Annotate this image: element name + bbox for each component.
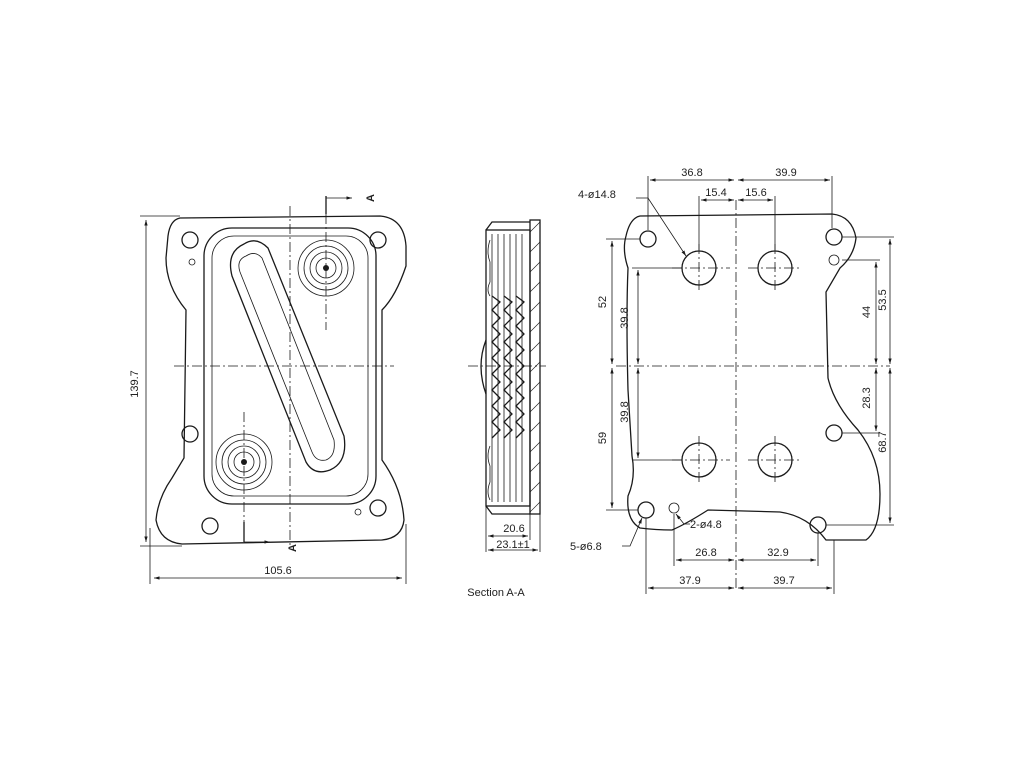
dim-left-lower-inner: 39.8 [619,401,631,422]
height-dimension: 139.7 [129,370,141,398]
small-hole [188,258,196,266]
section-marker-top: A [365,194,377,202]
callout-bolt-holes: 5-ø6.8 [570,541,602,553]
section-thickness-overall: 23.1±1 [496,539,530,551]
plan-view: 36.8 39.9 15.4 15.6 4-ø14.8 2-ø4.8 5-ø6.… [570,167,894,594]
bolt-hole [825,424,843,442]
dim-top-left: 36.8 [681,167,702,179]
small-hole [668,502,680,514]
diagonal-slot-outer [229,240,346,473]
small-hole [828,254,840,266]
bolt-hole [637,501,655,519]
dim-right-lower-inner: 28.3 [861,387,873,408]
dim-right-upper-inner: 44 [861,306,873,318]
bolt-hole [181,425,199,443]
section-view: 20.6 23.1±1 Section A-A [467,219,546,599]
dim-inner-right: 15.6 [745,187,766,199]
bolt-hole [825,228,843,246]
bolt-hole [201,517,219,535]
dim-bottom-right: 39.7 [773,575,794,587]
small-hole [354,508,362,516]
plan-outline [623,213,881,541]
bolt-hole [369,499,387,517]
bolt-hole [181,231,199,249]
bolt-hole [369,231,387,249]
section-caption: Section A-A [467,587,525,599]
dim-left-upper-inner: 39.8 [619,307,631,328]
section-marker-bottom: A [287,544,299,552]
dim-right-upper: 53.5 [877,289,889,310]
dim-top-right: 39.9 [775,167,796,179]
callout-large-holes: 4-ø14.8 [578,189,616,201]
diagonal-slot-inner [238,253,335,461]
dim-bottom-inner-left: 26.8 [695,547,716,559]
dim-left-lower: 59 [597,432,609,444]
dim-inner-left: 15.4 [705,187,726,199]
plate-outline [155,215,407,545]
callout-small-holes: 2-ø4.8 [690,519,722,531]
dim-bottom-left: 37.9 [679,575,700,587]
front-view: A A 139.7 105.6 [129,194,407,584]
section-thickness-inner: 20.6 [503,523,524,535]
bolt-hole [639,230,657,248]
dim-right-lower: 68.7 [877,431,889,452]
fin-stack [491,295,501,439]
dim-left-upper: 52 [597,296,609,308]
dim-bottom-inner-right: 32.9 [767,547,788,559]
width-dimension: 105.6 [264,565,292,577]
